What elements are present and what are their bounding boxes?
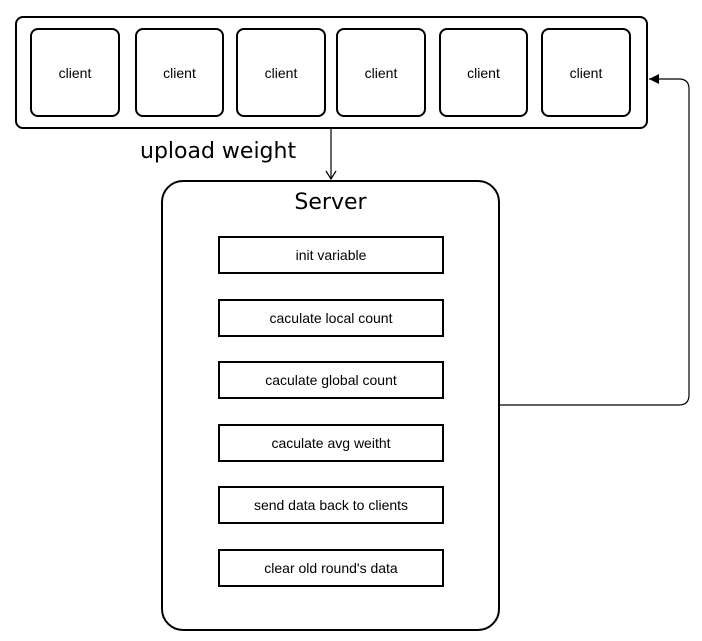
- upload-arrowhead: [325, 170, 337, 181]
- feedback-arrowhead: [649, 74, 659, 84]
- client-node-label: client: [163, 64, 196, 81]
- step-label: init variable: [295, 247, 367, 263]
- step-calculate-avg-weight[interactable]: caculate avg weitht: [218, 424, 444, 462]
- upload-weight-label: upload weight: [140, 139, 297, 164]
- client-node-3[interactable]: client: [236, 28, 326, 117]
- client-node-1[interactable]: client: [30, 28, 120, 117]
- client-node-label: client: [58, 64, 92, 81]
- client-node-label: client: [264, 64, 298, 81]
- client-node-label: client: [569, 64, 603, 81]
- client-node-label: client: [364, 64, 398, 81]
- client-node-2[interactable]: client: [135, 28, 224, 117]
- step-calculate-local-count[interactable]: caculate local count: [218, 299, 444, 337]
- step-send-data-back[interactable]: send data back to clients: [218, 486, 444, 524]
- client-node-label: client: [467, 64, 500, 81]
- step-label: caculate local count: [269, 310, 393, 326]
- step-calculate-global-count[interactable]: caculate global count: [218, 361, 444, 399]
- step-label: clear old round's data: [264, 560, 398, 576]
- step-label: caculate avg weitht: [271, 435, 391, 451]
- feedback-connector-line: [500, 78, 690, 406]
- client-node-5[interactable]: client: [439, 28, 528, 117]
- client-node-6[interactable]: client: [541, 28, 631, 117]
- server-title: Server: [294, 190, 367, 215]
- step-clear-old-round-data[interactable]: clear old round's data: [218, 549, 444, 587]
- step-label: caculate global count: [265, 372, 397, 388]
- step-label: send data back to clients: [253, 497, 409, 513]
- step-init-variable[interactable]: init variable: [218, 236, 444, 274]
- client-node-4[interactable]: client: [336, 28, 426, 117]
